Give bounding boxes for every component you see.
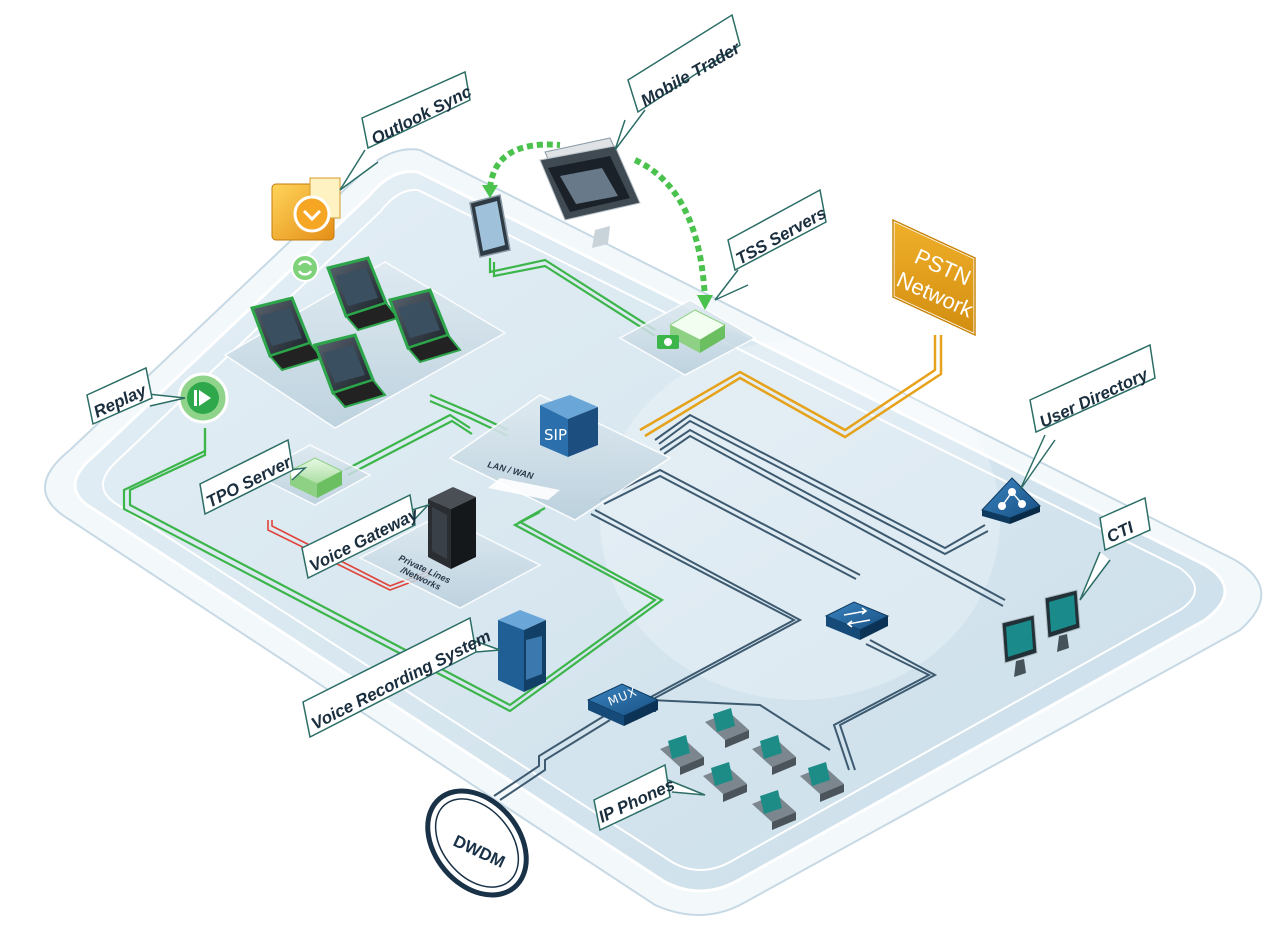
arc-arrowheads bbox=[482, 185, 713, 310]
dwdm-node[interactable]: DWDM bbox=[408, 772, 547, 915]
mobile-sync-arcs bbox=[487, 141, 708, 301]
trader-turret-3[interactable] bbox=[388, 288, 462, 364]
pstn-network[interactable]: PSTN Network bbox=[891, 217, 978, 338]
blue-links bbox=[493, 413, 1006, 801]
voice-gateway[interactable] bbox=[428, 487, 476, 569]
switch-icon[interactable] bbox=[824, 601, 890, 640]
mux-device[interactable]: MUX bbox=[586, 683, 660, 726]
sip-label: SIP bbox=[544, 426, 567, 444]
ip-phone[interactable] bbox=[660, 735, 704, 775]
callout-mobile-trader bbox=[614, 13, 741, 151]
sip-panel bbox=[448, 394, 672, 521]
orange-link bbox=[639, 335, 943, 439]
trader-turret-1[interactable] bbox=[250, 296, 324, 372]
tablet-device[interactable] bbox=[469, 194, 511, 258]
callout-user-directory bbox=[1019, 343, 1156, 491]
tpo-server[interactable] bbox=[288, 457, 344, 498]
ip-phone[interactable] bbox=[800, 762, 844, 802]
outlook-icon[interactable] bbox=[271, 177, 341, 241]
callout-ip-phones bbox=[593, 763, 706, 832]
replay-icon[interactable] bbox=[177, 372, 229, 424]
tss-server[interactable] bbox=[657, 309, 727, 353]
callout-tss-servers bbox=[714, 188, 827, 301]
sip-icon[interactable]: SIP bbox=[540, 395, 598, 457]
green-links bbox=[122, 258, 665, 713]
voice-recording-device[interactable] bbox=[498, 610, 546, 692]
callout-voice-gateway bbox=[301, 493, 431, 580]
cti-monitor-1[interactable] bbox=[1001, 614, 1038, 677]
sync-icon bbox=[291, 254, 319, 282]
callout-voice-recording bbox=[302, 616, 501, 739]
ip-phone[interactable] bbox=[703, 762, 747, 802]
callout-cti bbox=[1079, 496, 1151, 601]
ip-phone[interactable] bbox=[752, 735, 796, 775]
ip-phone[interactable] bbox=[705, 708, 749, 748]
trader-turret-4[interactable] bbox=[313, 333, 387, 409]
callout-tpo-server bbox=[199, 438, 308, 516]
ip-phone[interactable] bbox=[752, 790, 796, 830]
user-directory-icon[interactable] bbox=[981, 477, 1041, 524]
callout-outlook-sync bbox=[339, 70, 471, 191]
cti-monitor-2[interactable] bbox=[1044, 589, 1081, 652]
callout-replay bbox=[86, 366, 186, 426]
trader-turret-2[interactable] bbox=[326, 256, 400, 332]
mobile-trader-screens[interactable] bbox=[539, 137, 641, 248]
